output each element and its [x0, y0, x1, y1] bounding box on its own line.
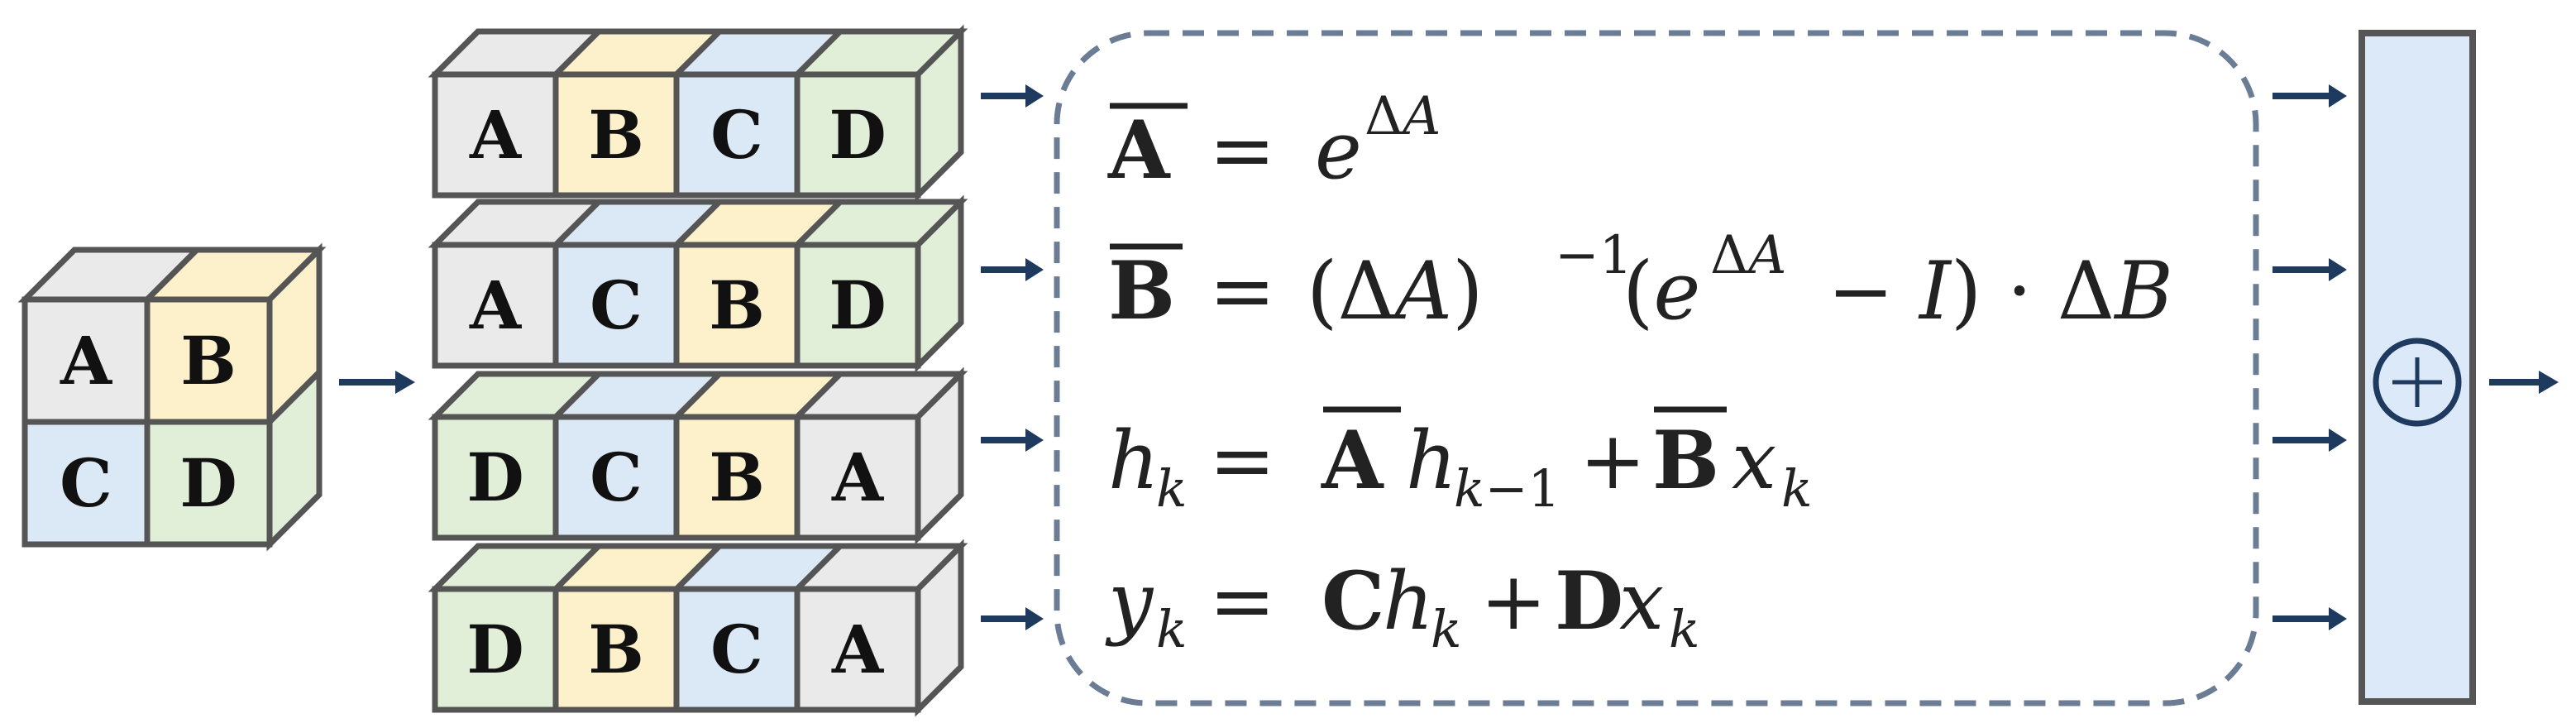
seq-cell-a	[432, 242, 559, 369]
svg-text:k: k	[1156, 599, 1188, 659]
svg-text:− I) · ΔB: − I) · ΔB	[1828, 245, 2173, 338]
svg-text:ΔA: ΔA	[1364, 86, 1441, 147]
seq-cell-label: D	[466, 438, 523, 516]
svg-text:(ΔA): (ΔA)	[1307, 245, 1484, 338]
svg-text:−1: −1	[1555, 225, 1632, 286]
svg-text:h: h	[1383, 555, 1434, 648]
cube-cell-label: D	[179, 444, 237, 522]
seq-cell-label: D	[829, 266, 886, 344]
svg-text:x: x	[1732, 414, 1776, 507]
svg-text:k: k	[1669, 599, 1700, 659]
seq-cell-label: A	[831, 611, 884, 688]
svg-text:=: =	[1209, 104, 1275, 197]
merge-arrows	[2273, 84, 2347, 630]
svg-text:h: h	[1406, 414, 1457, 507]
svg-text:y: y	[1105, 555, 1154, 648]
sequence-arrows	[981, 84, 1044, 630]
svg-text:+: +	[1480, 555, 1546, 648]
seq-cell-b	[673, 242, 801, 369]
state-eq: h k = A h k−1 + B x k	[1108, 406, 1813, 519]
svg-text:k: k	[1431, 599, 1462, 659]
merge-arrow-1	[2273, 84, 2347, 108]
equations: A = e ΔA B = (ΔA) −1 (e ΔA − I) · ΔB h k…	[1105, 86, 2173, 659]
seq-cell-label: C	[710, 611, 763, 688]
seq-cell-c	[552, 414, 680, 541]
plus-circle-icon	[2373, 338, 2462, 427]
seq-cell-b	[552, 71, 680, 199]
svg-text:A: A	[1321, 414, 1384, 507]
svg-text:ΔA: ΔA	[1710, 225, 1786, 286]
equation-box	[1054, 30, 2259, 706]
seq-cell-c	[673, 586, 801, 713]
svg-text:C: C	[1321, 554, 1384, 648]
merge-arrow-4	[2273, 607, 2347, 630]
svg-text:k−1: k−1	[1454, 458, 1560, 519]
svg-text:h: h	[1108, 414, 1159, 507]
svg-text:B: B	[1652, 414, 1719, 507]
b-bar-eq: B = (ΔA) −1 (e ΔA − I) · ΔB	[1108, 225, 2173, 338]
cube-cell-label: C	[60, 444, 112, 522]
svg-text:(e: (e	[1623, 245, 1700, 338]
seq-cell-label: A	[831, 438, 884, 516]
seq-cell-label: B	[709, 438, 765, 516]
seq-cell-label: B	[588, 611, 644, 688]
input-arrow	[339, 371, 415, 394]
seq-cell-label: B	[588, 96, 644, 174]
seq-cell-label: C	[590, 266, 643, 344]
svg-text:k: k	[1156, 458, 1188, 519]
sequence-arrow-3	[981, 429, 1044, 452]
seq-cell-d	[794, 242, 921, 369]
svg-text:k: k	[1781, 458, 1813, 519]
svg-text:x: x	[1619, 555, 1664, 648]
svg-text:A: A	[1107, 103, 1171, 197]
output-arrow	[2489, 371, 2559, 394]
merge-arrow-3	[2273, 429, 2347, 452]
seq-cell-label: D	[829, 96, 886, 174]
seq-cell-a	[794, 586, 921, 713]
svg-text:+: +	[1580, 414, 1646, 507]
seq-cell-a	[794, 414, 921, 541]
cube-cell-a	[22, 296, 151, 425]
cube-cell-d	[144, 419, 273, 548]
seq-cell-label: B	[709, 266, 765, 344]
svg-text:=: =	[1209, 555, 1275, 648]
sequence-arrow-2	[981, 258, 1044, 281]
a-bar-eq: A = e ΔA	[1107, 86, 1441, 197]
seq-cell-d	[432, 414, 559, 541]
output-eq: y k = C h k + D x k	[1105, 554, 1700, 659]
cube-cell-label: B	[180, 322, 237, 400]
sequence-arrow-4	[981, 607, 1044, 630]
svg-text:e: e	[1315, 104, 1362, 197]
seq-cell-c	[552, 242, 680, 369]
cube-cell-label: A	[60, 322, 112, 400]
seq-cell-label: D	[466, 611, 523, 688]
svg-text:D: D	[1555, 554, 1623, 648]
svg-text:B: B	[1108, 244, 1175, 338]
seq-cell-label: A	[469, 96, 522, 174]
merge-arrow-2	[2273, 258, 2347, 281]
seq-cell-label: A	[469, 266, 522, 344]
seq-cell-c	[673, 71, 801, 199]
sequence-arrow-1	[981, 84, 1044, 108]
seq-cell-d	[794, 71, 921, 199]
cube-cell-b	[144, 296, 273, 425]
svg-text:=: =	[1209, 414, 1275, 507]
seq-cell-label: C	[590, 438, 643, 516]
svg-text:=: =	[1209, 245, 1275, 338]
seq-cell-label: C	[710, 96, 763, 174]
